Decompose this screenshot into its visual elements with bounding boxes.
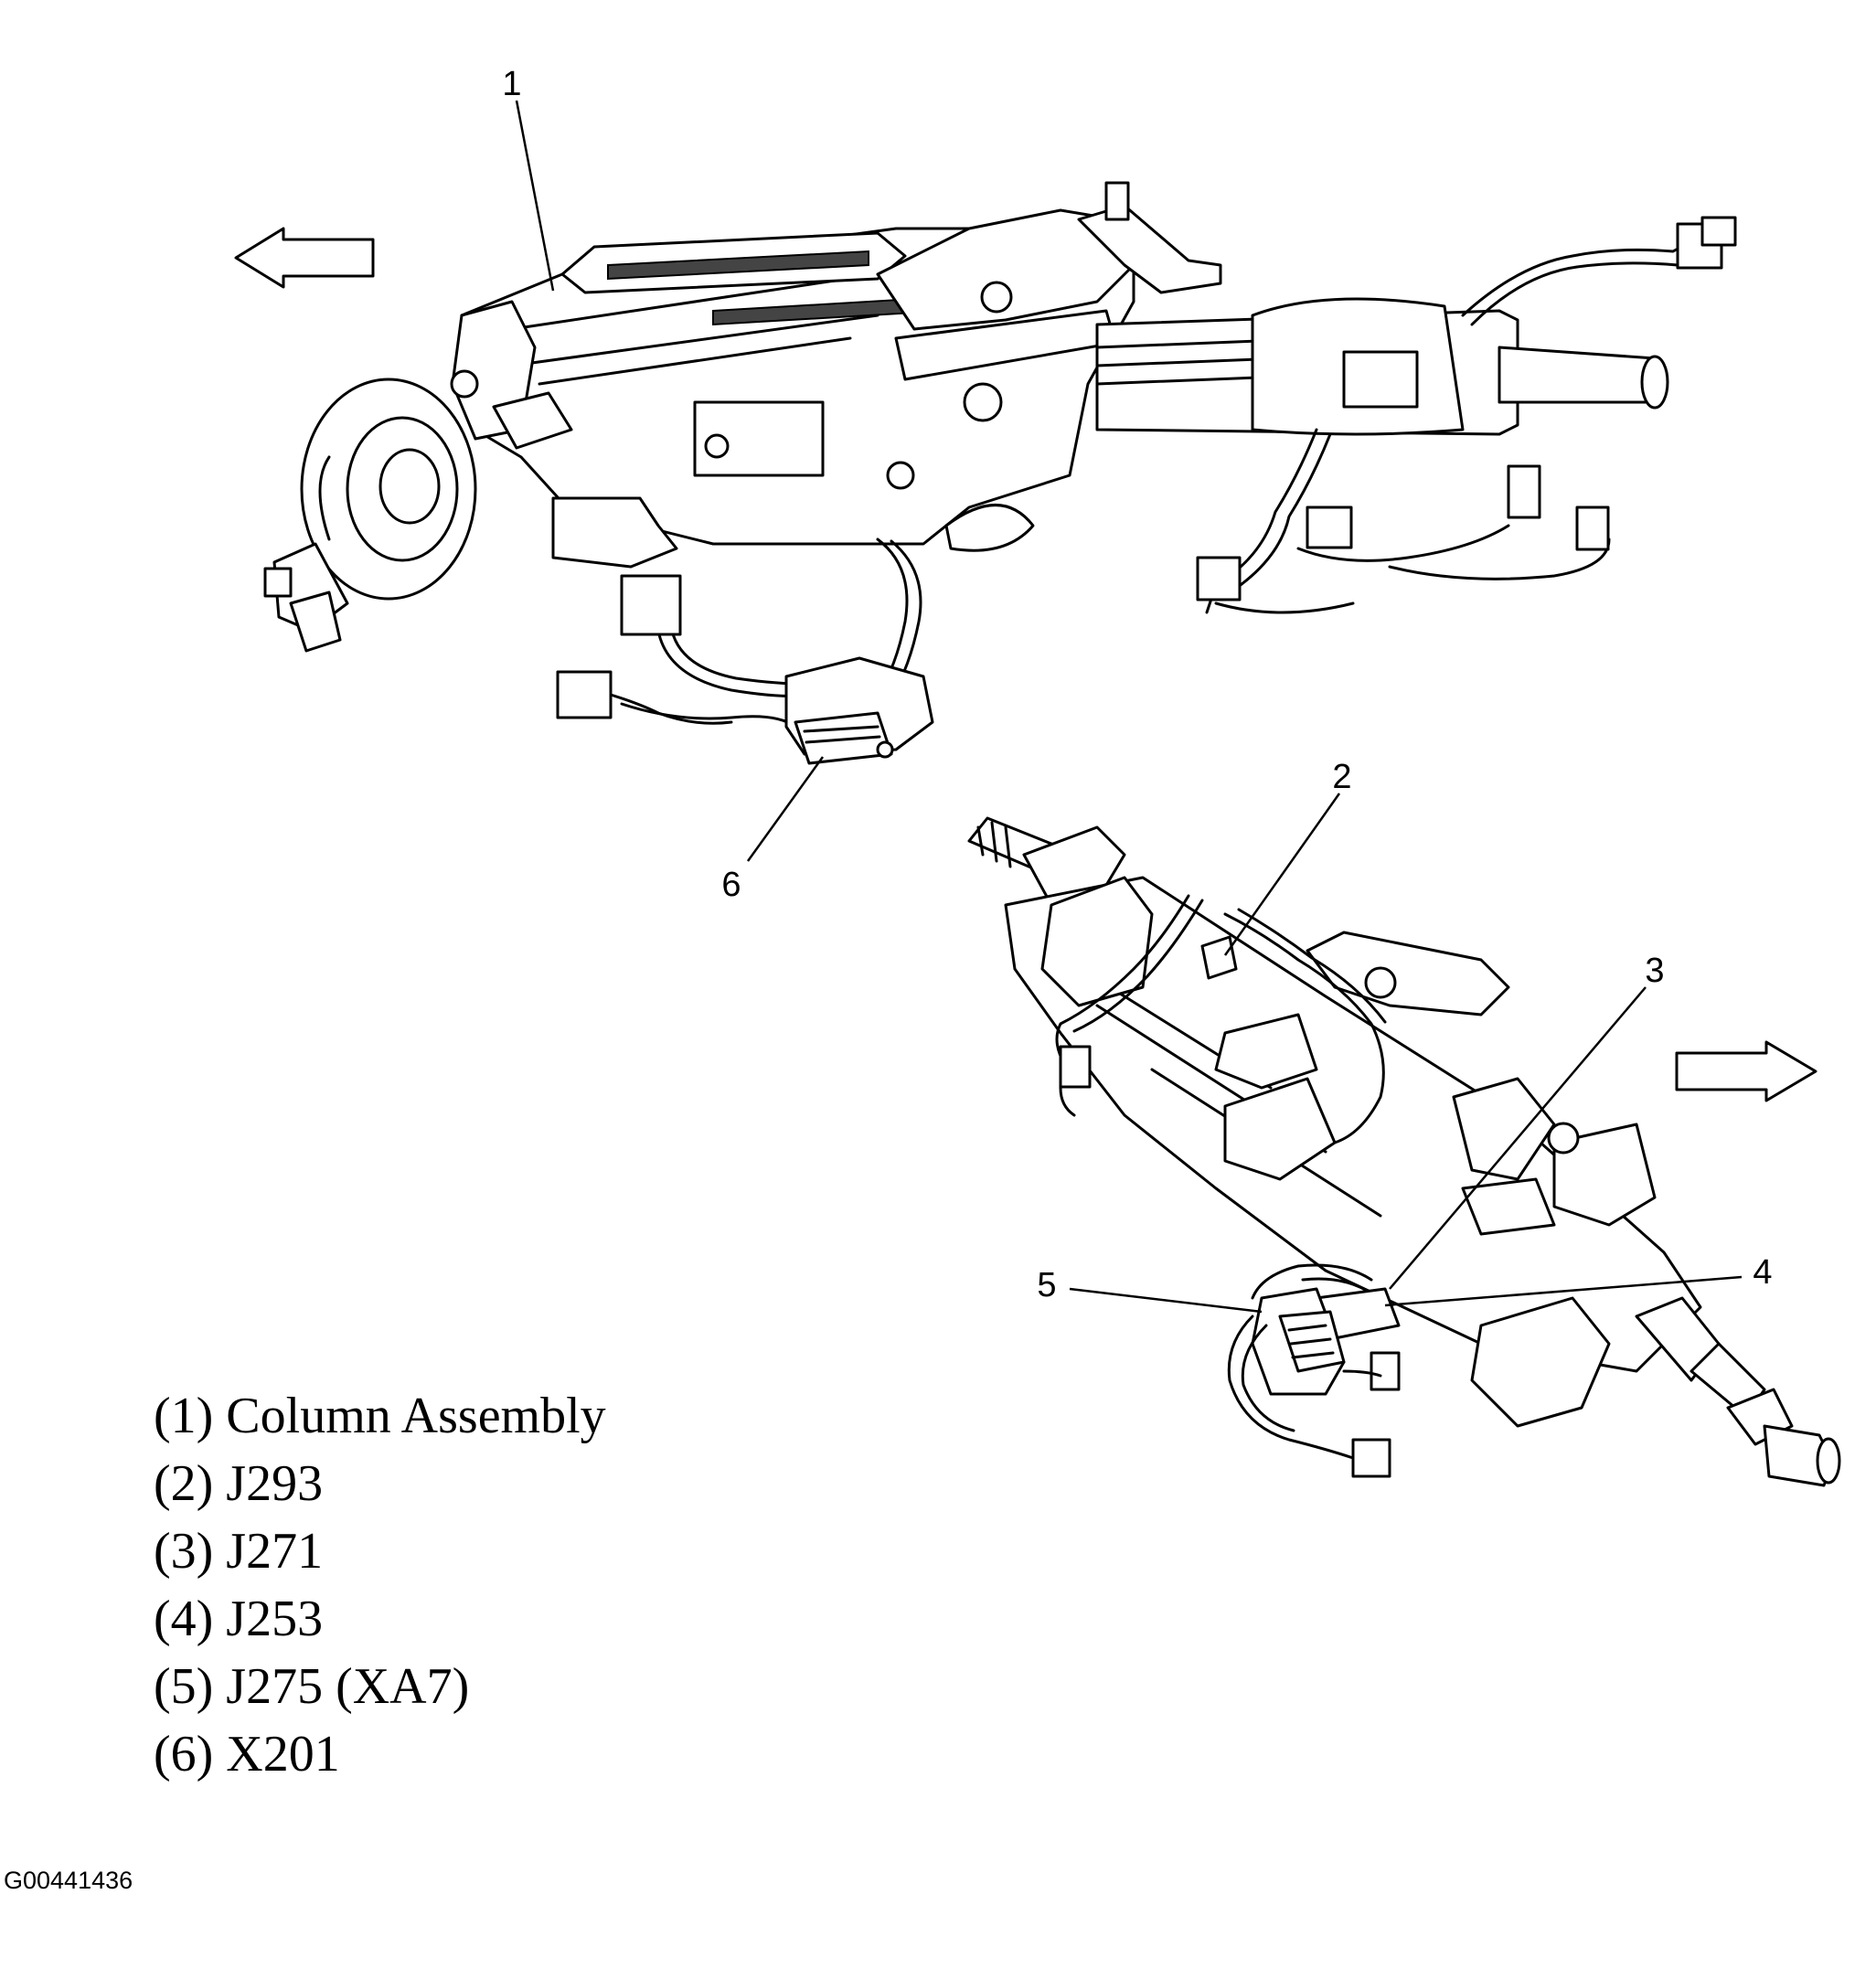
- legend-name: J271: [226, 1523, 324, 1580]
- legend-number: (2): [154, 1455, 214, 1512]
- legend-name: J253: [226, 1591, 324, 1647]
- legend: (1) Column Assembly (2) J293 (3) J271 (4…: [154, 1382, 606, 1788]
- leader-line-4: [1384, 1275, 1743, 1307]
- lower-wiring-harness: [1055, 894, 1401, 1478]
- legend-item-x201: (6) X201: [154, 1720, 606, 1788]
- callout-4: 4: [1753, 1253, 1772, 1292]
- legend-number: (1): [154, 1388, 214, 1444]
- forward-arrow-left-icon: [234, 227, 375, 289]
- legend-number: (4): [154, 1591, 214, 1647]
- legend-name: J293: [226, 1455, 324, 1512]
- leader-line-1: [515, 100, 555, 292]
- callout-6: 6: [721, 866, 741, 904]
- legend-name: Column Assembly: [226, 1388, 606, 1444]
- legend-item-j293: (2) J293: [154, 1450, 606, 1517]
- forward-arrow-right-icon: [1675, 1040, 1817, 1102]
- callout-2: 2: [1332, 758, 1351, 796]
- upper-column-assembly: [263, 181, 1669, 653]
- legend-number: (6): [154, 1726, 214, 1783]
- leader-line-3: [1389, 986, 1647, 1290]
- legend-item-j271: (3) J271: [154, 1517, 606, 1585]
- legend-name: X201: [226, 1726, 340, 1783]
- lower-column-assembly: [967, 816, 1841, 1487]
- legend-item-column-assembly: (1) Column Assembly: [154, 1382, 606, 1450]
- callout-5: 5: [1037, 1266, 1056, 1304]
- callout-1: 1: [502, 65, 521, 103]
- legend-number: (5): [154, 1658, 214, 1715]
- figure-id: G00441436: [4, 1867, 133, 1894]
- leader-line-5: [1069, 1287, 1263, 1314]
- legend-item-j253: (4) J253: [154, 1585, 606, 1653]
- legend-item-j275: (5) J275 (XA7): [154, 1653, 606, 1720]
- upper-wiring-harness: [556, 216, 1737, 765]
- legend-name: J275 (XA7): [226, 1658, 470, 1715]
- leader-line-2: [1223, 793, 1341, 956]
- legend-number: (3): [154, 1523, 214, 1580]
- leader-line-6: [746, 756, 825, 862]
- callout-3: 3: [1645, 952, 1664, 990]
